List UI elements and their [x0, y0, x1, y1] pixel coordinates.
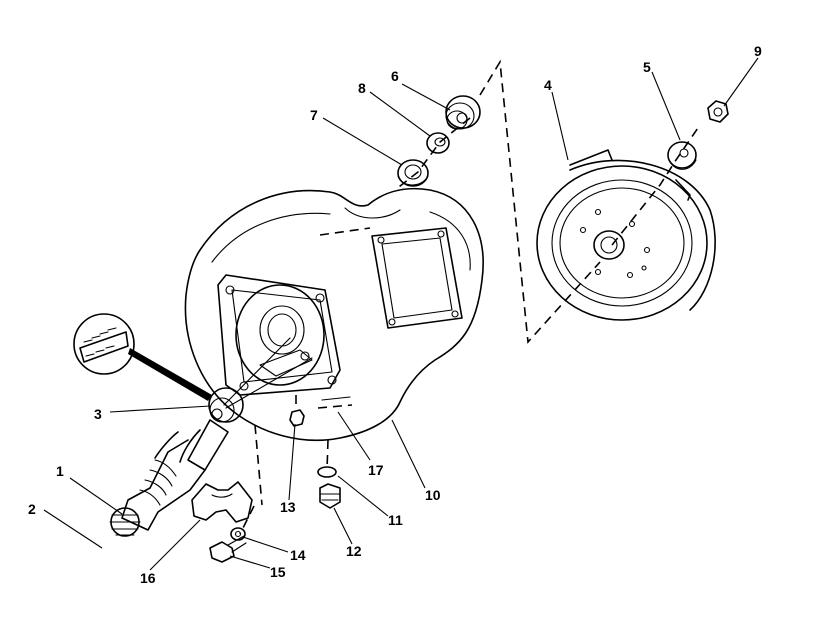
- washer-part-5: [667, 141, 697, 170]
- seal-part-6: [445, 95, 481, 130]
- callout-2: 2: [28, 501, 36, 517]
- callout-6: 6: [391, 68, 399, 84]
- callout-4: 4: [544, 77, 552, 93]
- callout-13: 13: [280, 499, 296, 515]
- fork-part-16: [191, 481, 253, 523]
- callout-1: 1: [56, 463, 64, 479]
- detail-inset: [73, 313, 212, 401]
- callout-15: 15: [270, 564, 286, 580]
- callout-5: 5: [643, 59, 651, 75]
- callout-11: 11: [388, 512, 403, 528]
- callout-10: 10: [425, 487, 441, 503]
- assembly-axis-lines: [223, 59, 701, 535]
- bearing-part-3: [208, 387, 244, 423]
- callout-9: 9: [754, 43, 762, 59]
- callout-17: 17: [368, 462, 384, 478]
- leader-lines: [43, 57, 759, 571]
- flywheel-part-4: [536, 149, 716, 321]
- nut-part-9: [707, 100, 729, 123]
- fitting-part-13: [289, 409, 305, 427]
- seal-part-7: [397, 159, 429, 187]
- callout-labels: 1 2 3 4 5 6 7 8 9 10 11 12 13 14 15 16 1…: [28, 43, 762, 586]
- callout-16: 16: [140, 570, 156, 586]
- callout-8: 8: [358, 80, 366, 96]
- plug-part-12: [319, 483, 341, 509]
- callout-12: 12: [346, 543, 362, 559]
- shaft-part-1: [109, 419, 229, 537]
- washer-part-14: [230, 527, 246, 541]
- housing-part-10: [184, 187, 484, 442]
- callout-14: 14: [290, 547, 306, 563]
- callout-3: 3: [94, 406, 102, 422]
- seal-part-8: [426, 132, 450, 154]
- gasket-part-11: [317, 466, 337, 478]
- callout-7: 7: [310, 107, 318, 123]
